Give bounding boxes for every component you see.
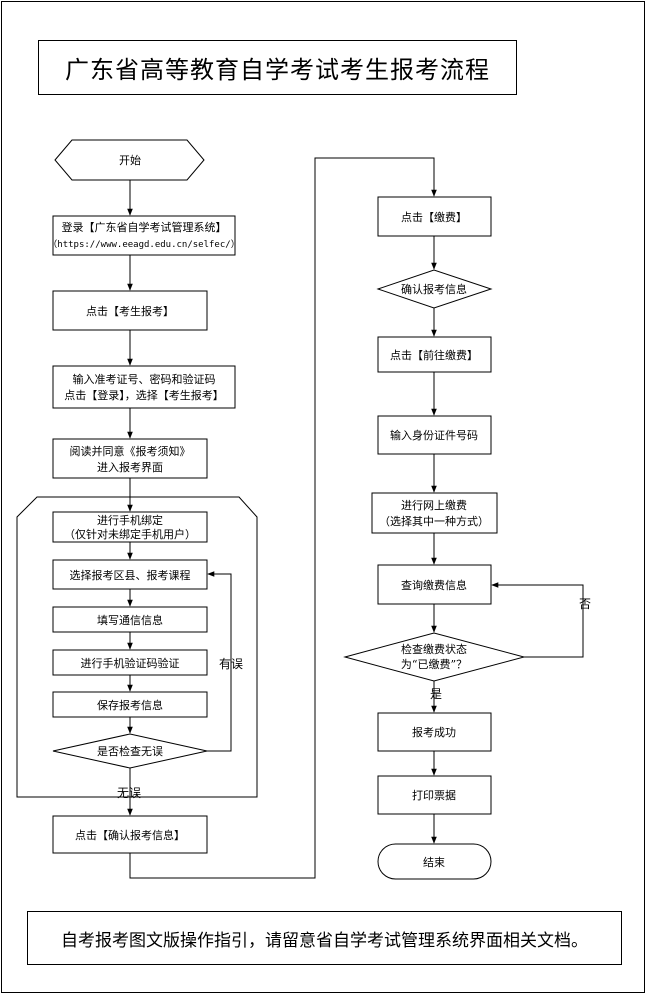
edge-status-no-loop (491, 582, 584, 658)
status-label-1: 检查缴费状态 (401, 642, 467, 656)
read-notice-node (52, 438, 208, 479)
edge-label-yes: 是 (430, 687, 442, 701)
online-pay-label-2: （选择其中一种方式） (379, 514, 489, 528)
click-apply-node (52, 290, 208, 331)
select-label: 选择报考区县、报考课程 (70, 568, 191, 582)
check-label: 是否检查无误 (97, 744, 163, 758)
id-input-label: 输入身份证件号码 (390, 428, 478, 442)
end-label: 结束 (423, 856, 445, 869)
fill-label: 填写通信信息 (97, 613, 163, 627)
start-node (54, 139, 205, 181)
edge-check-error-loop (207, 571, 232, 752)
input-label-2: 点击【登录】，选择【考生报考】 (64, 388, 224, 402)
success-label: 报考成功 (412, 725, 456, 739)
bind-label-2: （仅针对未绑定手机用户） (64, 527, 196, 541)
confirm-info-click-node (52, 815, 208, 854)
login-node (52, 215, 236, 256)
loop-container (16, 496, 258, 798)
success-node (377, 712, 492, 752)
status-label-2: 为“已缴费”？ (401, 657, 467, 671)
status-decision-node (343, 632, 526, 682)
confirm-info-decision-node (376, 269, 493, 309)
pay-click-node (377, 196, 492, 237)
edge-label-no: 否 (579, 597, 591, 611)
goto-pay-node (377, 336, 492, 373)
input-credentials-node (52, 365, 236, 409)
verify-label: 进行手机验证码验证 (81, 656, 180, 670)
edge-label-no-error: 无误 (117, 786, 141, 800)
goto-pay-label: 点击【前往缴费】 (390, 348, 478, 362)
confirm-info-label: 确认报考信息 (401, 282, 467, 296)
end-node (377, 843, 492, 880)
query-pay-node (377, 564, 492, 605)
edge-confirm-pay (129, 157, 437, 879)
pay-click-label: 点击【缴费】 (401, 210, 467, 224)
footer-note: 自考报考图文版操作指引，请留意省自学考试管理系统界面相关文档。 (27, 911, 622, 965)
click-apply-label: 点击【考生报考】 (86, 304, 174, 318)
input-label-1: 输入准考证号、密码和验证码 (73, 372, 216, 386)
phone-verify-node (52, 649, 208, 676)
save-label: 保存报考信息 (97, 698, 163, 712)
select-course-node (52, 559, 208, 590)
start-label: 开始 (119, 153, 141, 167)
read-label-2: 进入报考界面 (97, 460, 163, 474)
query-pay-label: 查询缴费信息 (401, 578, 467, 592)
read-label-1: 阅读并同意《报考须知》 (70, 444, 191, 458)
login-label-2: （https://www.eeagd.edu.cn/selfec/） (48, 239, 239, 250)
fill-contact-node (52, 606, 208, 633)
confirm-click-label: 点击【确认报考信息】 (75, 828, 185, 842)
page-title: 广东省高等教育自学考试考生报考流程 (38, 40, 517, 95)
login-label-1: 登录【广东省自学考试管理系统】 (62, 220, 227, 234)
online-pay-label-1: 进行网上缴费 (401, 498, 467, 512)
edge-label-has-error: 有误 (219, 657, 243, 671)
bind-phone-node (52, 511, 208, 543)
bind-label-1: 进行手机绑定 (97, 513, 163, 527)
save-info-node (52, 691, 208, 718)
print-label: 打印票据 (412, 788, 456, 802)
